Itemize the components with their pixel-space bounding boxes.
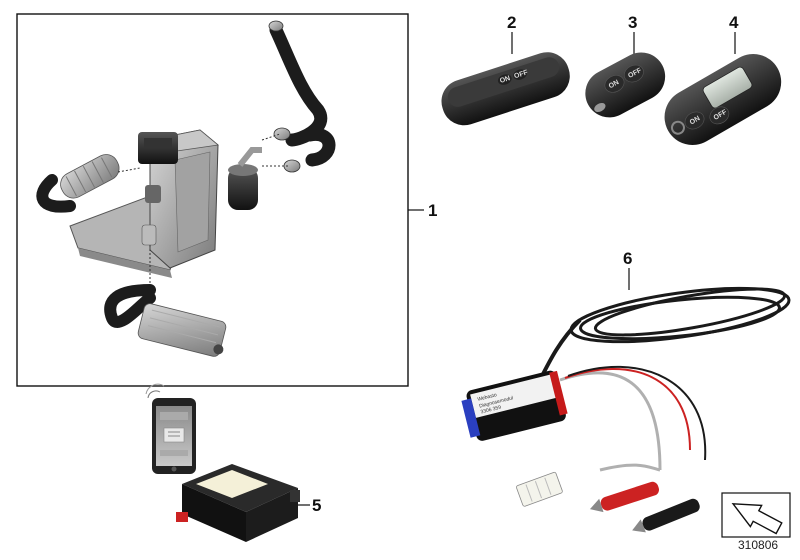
remote-key-icon: ON OFF — [585, 52, 666, 118]
callout-4: 4 — [729, 13, 739, 32]
callout-1: 1 — [428, 201, 437, 220]
heater-assembly-frame — [16, 13, 409, 387]
heater-assembly-icon — [36, 20, 336, 357]
interface-brand: Webasto — [477, 392, 498, 403]
remote-2-on-label: ON — [499, 75, 511, 85]
smartphone-icon — [145, 383, 196, 474]
direction-arrow-icon — [721, 492, 791, 538]
diagnostic-cable: 6 Webasto Diagnosemodul 3306 359 — [461, 249, 791, 533]
interface-label-2: 3306 359 — [480, 404, 502, 415]
control-module-icon — [176, 464, 300, 542]
remote-key-icon: ON OFF — [441, 52, 570, 126]
remote-key-icon: ON OFF — [664, 54, 782, 145]
callout-6: 6 — [623, 249, 632, 268]
callout-3: 3 — [628, 13, 637, 32]
remote-4-on-label: ON — [689, 115, 702, 126]
reference-number: 310806 — [738, 538, 779, 552]
callout-5: 5 — [312, 496, 321, 515]
remote-3-on-label: ON — [608, 79, 621, 90]
telestart-module: 5 — [145, 383, 321, 542]
remote-2: 2 ON OFF — [441, 13, 570, 126]
remote-4: 4 ON OFF — [664, 13, 782, 145]
remote-2-off-label: OFF — [513, 69, 529, 80]
heater-assembly-group: 1 — [16, 13, 437, 387]
callout-2: 2 — [507, 13, 516, 32]
diagnostic-cable-icon: Webasto Diagnosemodul 3306 359 — [461, 286, 791, 533]
remote-3: 3 ON OFF — [585, 13, 666, 118]
